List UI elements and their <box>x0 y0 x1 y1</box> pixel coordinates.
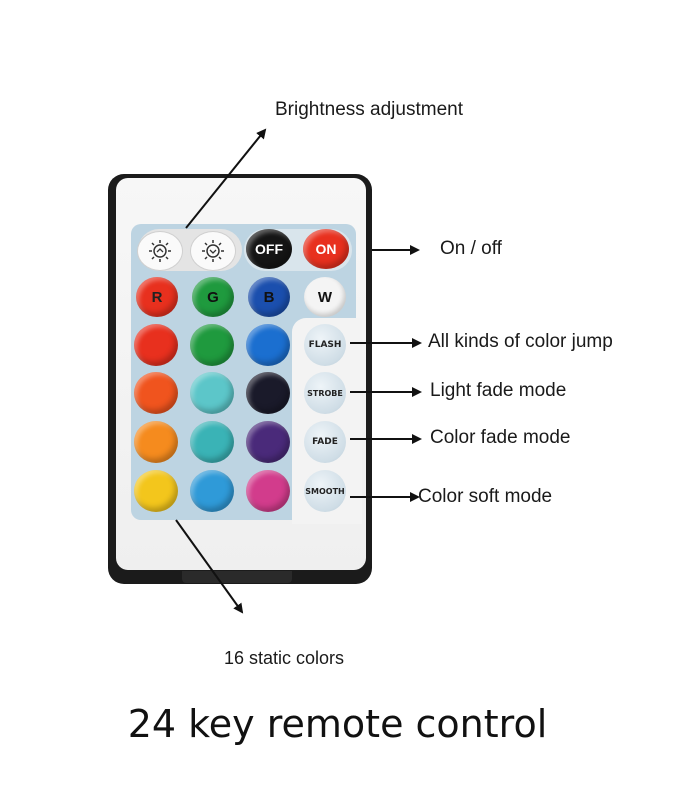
label-onoff: On / off <box>440 238 502 259</box>
green-key[interactable]: G <box>192 277 234 317</box>
label-light-fade: Light fade mode <box>430 380 567 401</box>
label-color-jump: All kinds of color jump <box>428 331 613 352</box>
arrow-brightness <box>185 128 267 229</box>
color-key-green[interactable] <box>190 324 234 366</box>
color-key-red[interactable] <box>134 324 178 366</box>
color-key-light-cyan[interactable] <box>190 372 234 414</box>
brightness-up-key[interactable] <box>137 231 183 271</box>
color-key-blue[interactable] <box>246 324 290 366</box>
strobe-key[interactable]: STROBE <box>304 372 346 414</box>
color-key-orange[interactable] <box>134 421 178 463</box>
color-key-yellow[interactable] <box>134 470 178 512</box>
smooth-key[interactable]: SMOOTH <box>304 470 346 512</box>
blue-key[interactable]: B <box>248 277 290 317</box>
remote-battery-tab <box>182 571 292 583</box>
white-key[interactable]: W <box>304 277 346 317</box>
brightness-down-key[interactable] <box>190 231 236 271</box>
color-key-purple[interactable] <box>246 421 290 463</box>
label-static-colors: 16 static colors <box>224 648 345 668</box>
brightness-up-icon <box>149 240 171 262</box>
page-title: 24 key remote control <box>127 702 548 746</box>
arrow-static <box>175 519 244 614</box>
label-color-soft: Color soft mode <box>418 486 553 507</box>
color-key-sky-blue[interactable] <box>190 470 234 512</box>
color-key-teal[interactable] <box>190 421 234 463</box>
red-key[interactable]: R <box>136 277 178 317</box>
color-key-orange-red[interactable] <box>134 372 178 414</box>
flash-key[interactable]: FLASH <box>304 324 346 366</box>
label-color-fade: Color fade mode <box>430 427 571 448</box>
off-key[interactable]: OFF <box>246 229 292 269</box>
color-key-magenta[interactable] <box>246 470 290 512</box>
fade-key[interactable]: FADE <box>304 421 346 463</box>
brightness-down-icon <box>202 240 224 262</box>
label-brightness: Brightness adjustment <box>275 99 463 120</box>
color-key-black[interactable] <box>246 372 290 414</box>
on-key[interactable]: ON <box>303 229 349 269</box>
